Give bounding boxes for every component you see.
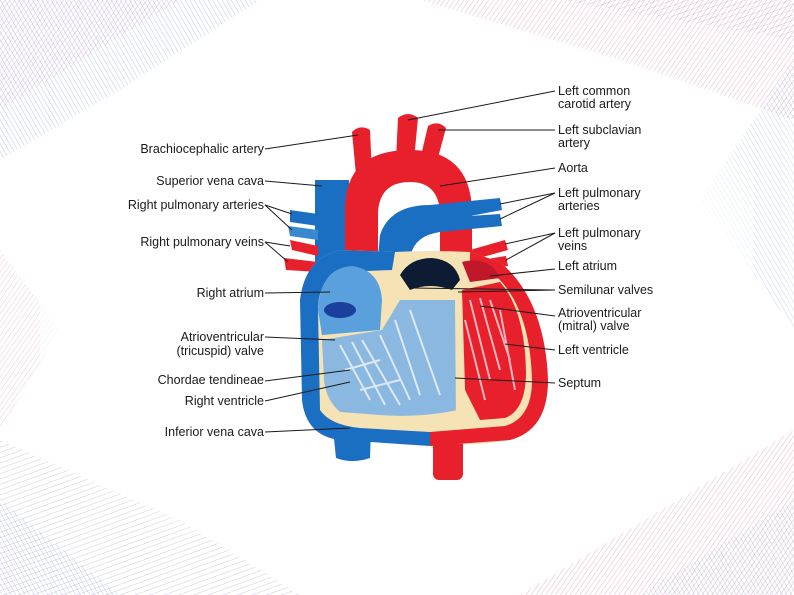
label-tricuspid-line2: (tricuspid) valve [176,345,264,358]
label-right-pulmonary-arteries: Right pulmonary arteries [128,199,264,212]
label-left-common-carotid-line2: carotid artery [558,98,631,111]
label-aorta: Aorta [558,162,588,175]
right-pulmonary-vein-upper [290,240,318,256]
label-semilunar-valves: Semilunar valves [558,284,653,297]
label-mitral-line2: (mitral) valve [558,320,630,333]
label-right-ventricle: Right ventricle [185,395,264,408]
label-superior-vena-cava: Superior vena cava [156,175,264,188]
coronary-sinus [324,302,356,318]
label-tricuspid-line1: Atrioventricular [181,331,264,344]
label-septum: Septum [558,377,601,390]
label-left-pulmonary-veins-line2: veins [558,240,587,253]
label-left-atrium: Left atrium [558,260,617,273]
right-pulmonary-artery-upper [290,210,318,226]
label-left-ventricle: Left ventricle [558,344,629,357]
label-chordae-tendineae: Chordae tendineae [158,374,264,387]
label-left-subclavian-line2: artery [558,137,590,150]
label-left-pulmonary-arteries-line2: arteries [558,200,600,213]
label-right-atrium: Right atrium [197,287,264,300]
label-brachiocephalic-artery: Brachiocephalic artery [140,143,264,156]
right-pulmonary-artery-lower [288,226,318,240]
label-inferior-vena-cava: Inferior vena cava [165,426,264,439]
label-right-pulmonary-veins: Right pulmonary veins [140,236,264,249]
